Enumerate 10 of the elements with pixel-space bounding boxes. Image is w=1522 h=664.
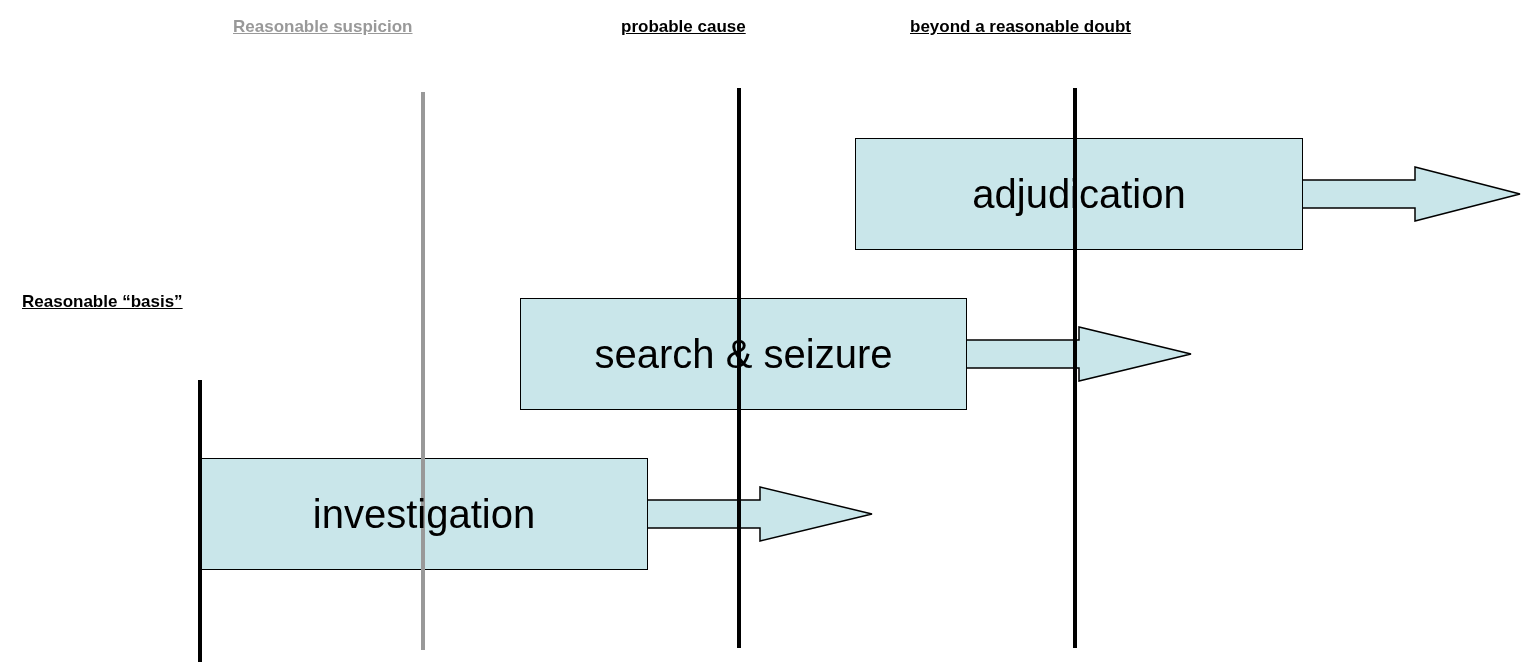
threshold-label: Reasonable suspicion [233,17,413,37]
block-arrow [966,326,1192,382]
process-box [520,298,967,410]
process-box [200,458,648,570]
block-arrow [1302,166,1521,222]
block-arrow [647,486,873,542]
stage-label: investigation [312,491,536,537]
threshold-label: beyond a reasonable doubt [910,17,1132,37]
threshold-label: probable cause [621,17,746,37]
threshold-label: Reasonable “basis” [22,292,183,312]
